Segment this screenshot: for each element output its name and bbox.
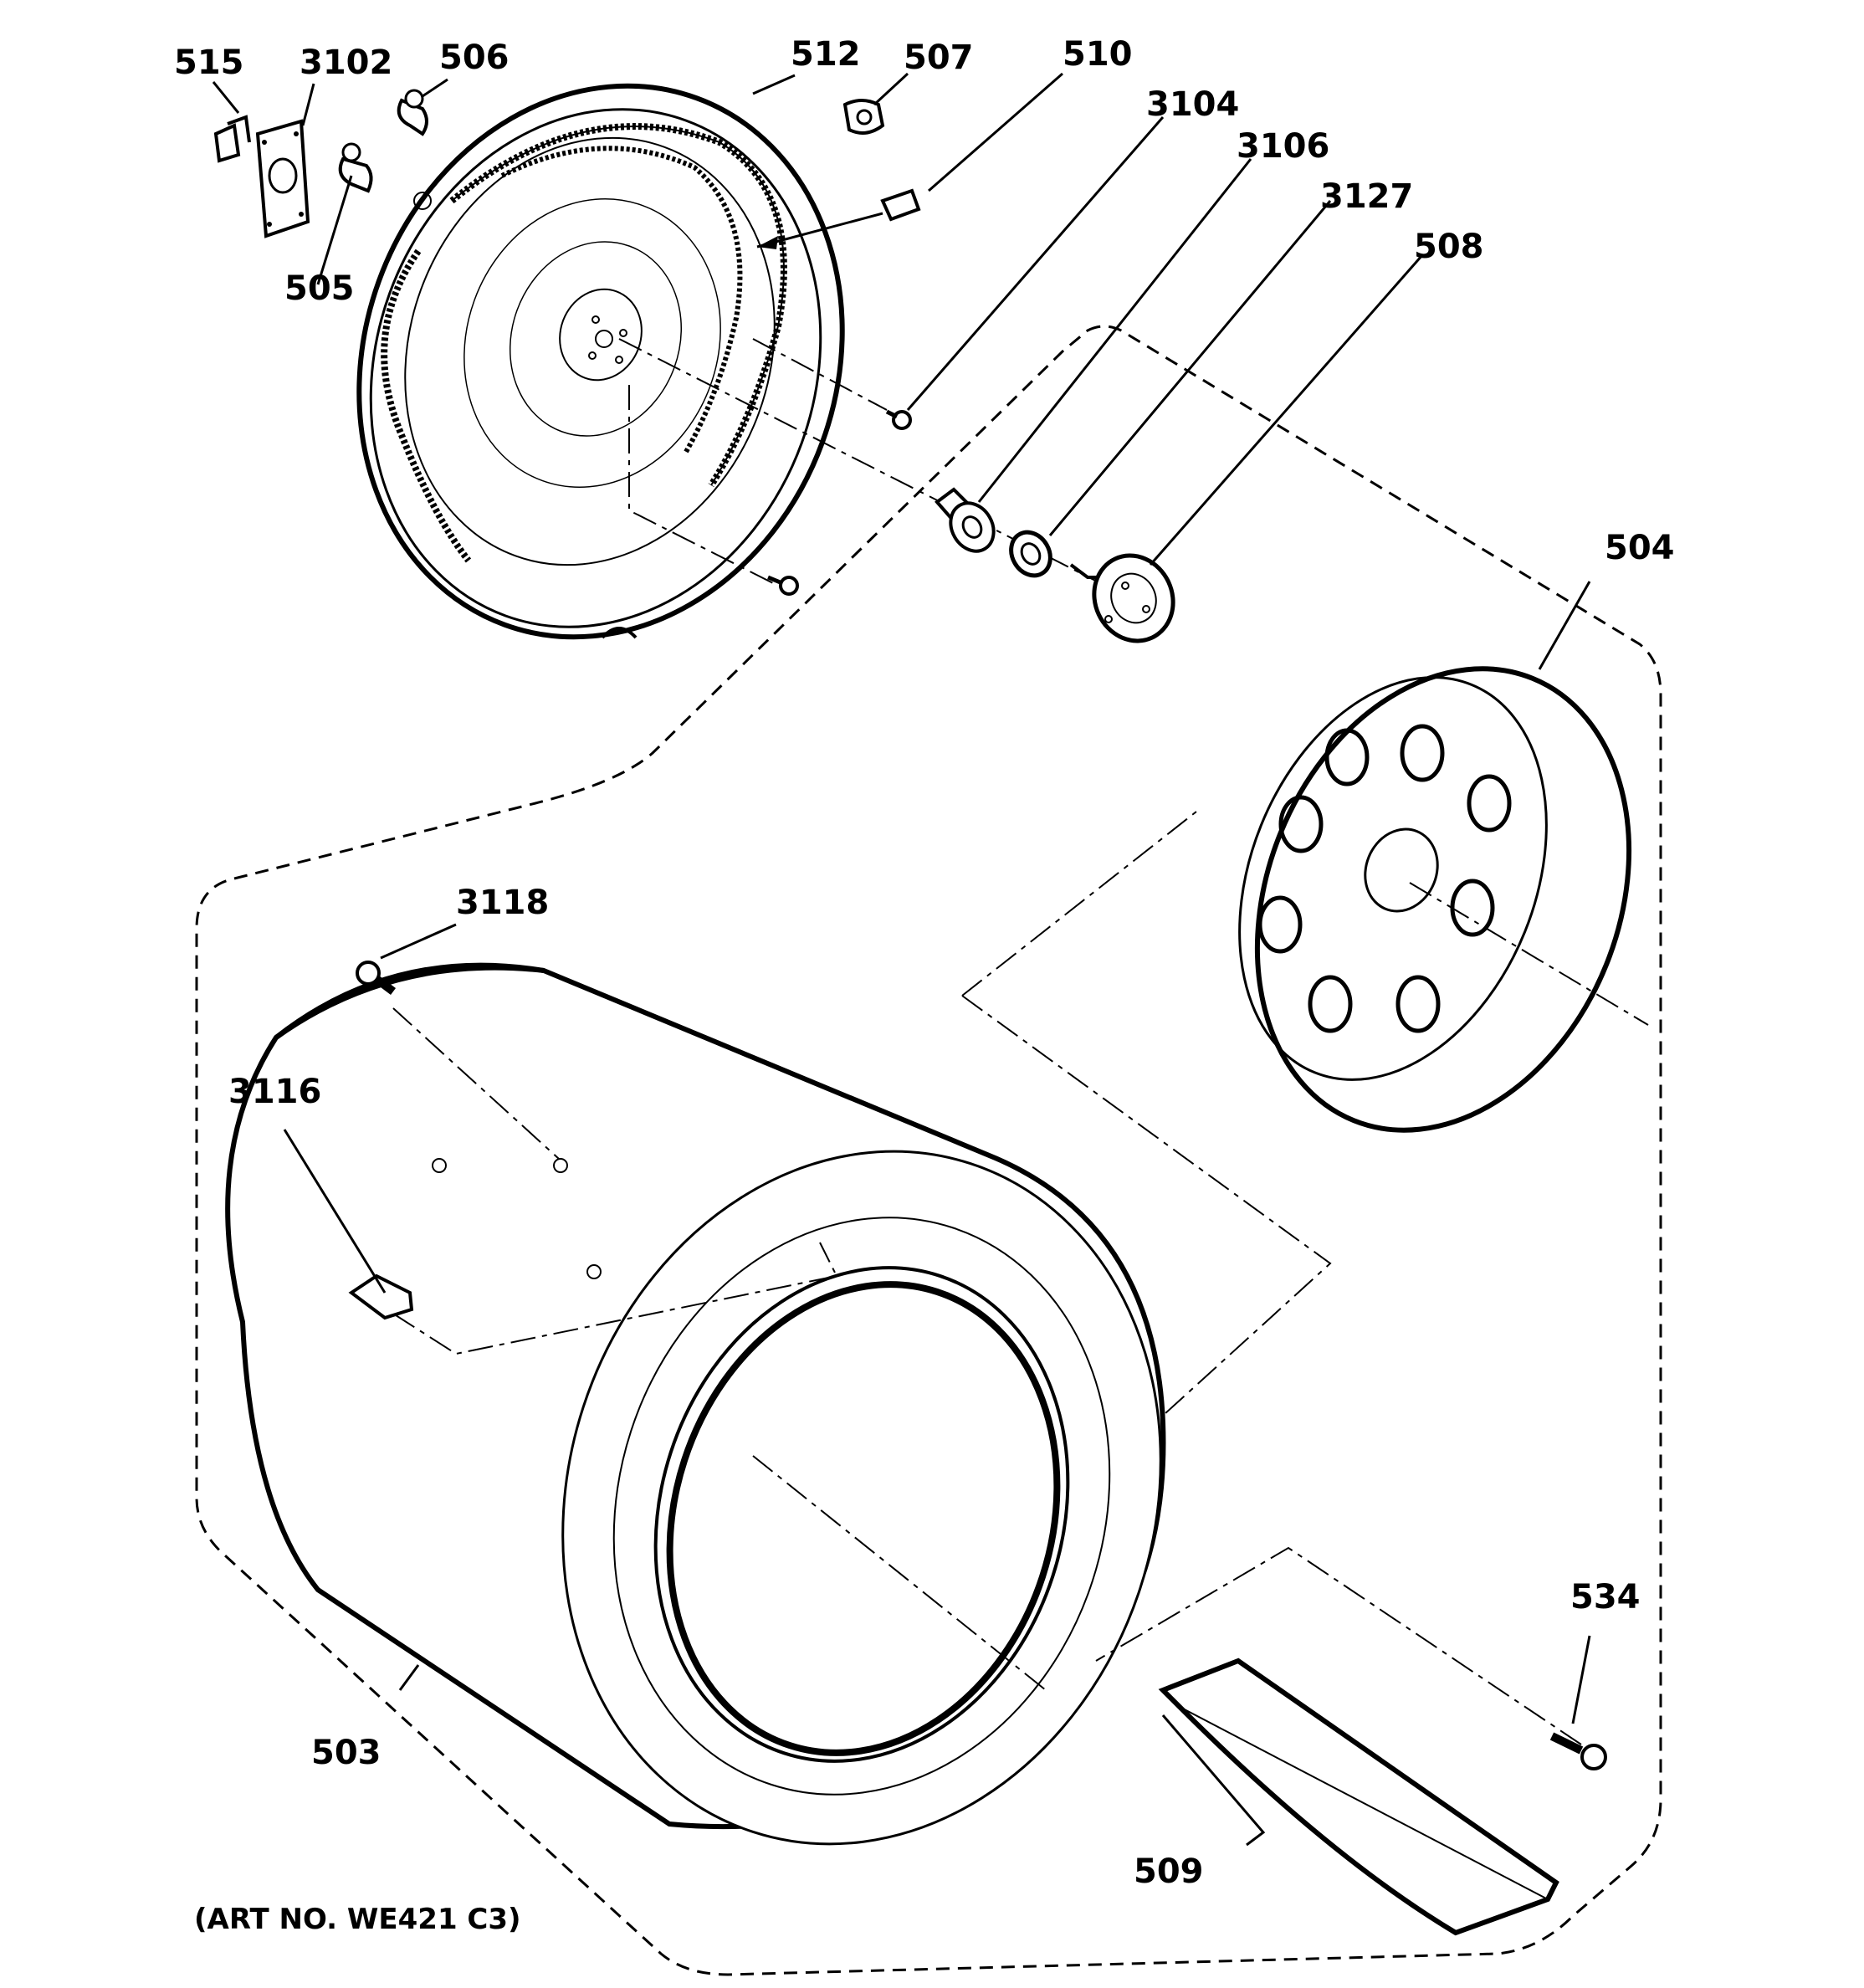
label-3127: 3127 xyxy=(1320,177,1413,216)
thermostat-high-limit xyxy=(397,89,428,136)
drum-back-hole xyxy=(1257,895,1303,954)
label-507: 507 xyxy=(904,38,974,77)
drum-shaft-508 xyxy=(1069,553,1175,643)
label-534: 534 xyxy=(1570,1578,1641,1617)
thermostat-cycling xyxy=(338,142,373,193)
thermal-fuse xyxy=(842,99,885,135)
label-3102: 3102 xyxy=(300,44,392,82)
label-3106: 3106 xyxy=(1237,127,1329,166)
clip-3116 xyxy=(348,1273,414,1320)
label-510: 510 xyxy=(1063,35,1133,74)
label-503: 503 xyxy=(311,1734,382,1772)
drum-back-hole xyxy=(1400,724,1445,782)
rear-bulkhead xyxy=(356,83,845,640)
leader-lines xyxy=(212,72,1591,1847)
drum-back-hole xyxy=(1395,975,1441,1033)
heater-clip xyxy=(880,188,921,222)
label-515: 515 xyxy=(174,44,244,82)
label-3116: 3116 xyxy=(228,1073,321,1111)
label-3118: 3118 xyxy=(456,884,549,922)
screw-lower-bulkhead xyxy=(767,575,799,596)
drum-503 xyxy=(225,962,1166,1846)
assembly-boundary-outline xyxy=(195,325,1662,1976)
rear-axis-line xyxy=(618,338,1172,620)
label-512: 512 xyxy=(791,35,861,74)
drum-back-hole xyxy=(1324,728,1370,786)
label-506: 506 xyxy=(439,38,510,77)
baffle-509 xyxy=(1158,1658,1559,1936)
drum-back-hole xyxy=(1308,975,1353,1033)
art-number: (ART NO. WE421 C3) xyxy=(194,1903,521,1936)
drum-back-504 xyxy=(1238,666,1632,1133)
drum-back-hole xyxy=(1467,774,1512,833)
clip-part xyxy=(213,115,251,163)
screw-3118 xyxy=(356,961,396,995)
bearing-3106 xyxy=(935,487,996,553)
label-504: 504 xyxy=(1605,529,1675,567)
drum-back-hole xyxy=(1278,795,1324,853)
screw-3104 xyxy=(885,409,912,430)
washer-3127 xyxy=(1009,530,1052,578)
label-509: 509 xyxy=(1134,1852,1204,1891)
clip-arrow xyxy=(756,212,883,248)
label-508: 508 xyxy=(1414,228,1484,266)
label-3104: 3104 xyxy=(1146,85,1239,124)
screw-534 xyxy=(1549,1732,1607,1770)
thermostat-bracket xyxy=(255,119,310,238)
label-505: 505 xyxy=(284,269,355,308)
